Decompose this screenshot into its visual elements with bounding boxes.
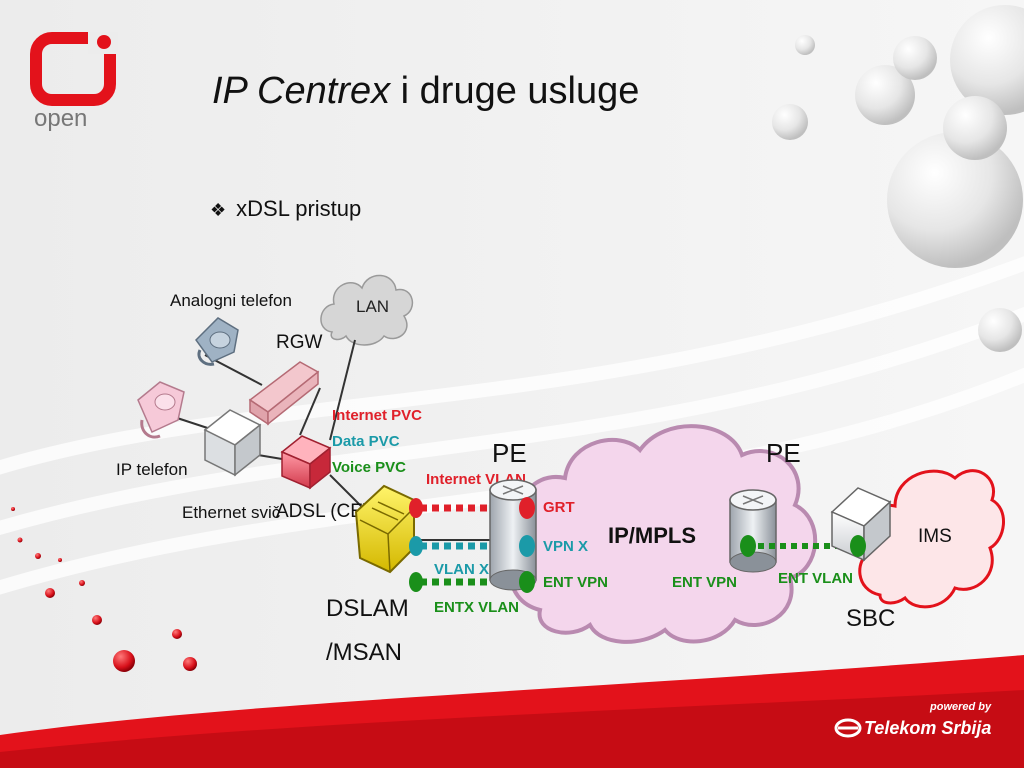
internet-pvc-label: Internet PVC <box>332 407 422 424</box>
analog-phone-label: Analogni telefon <box>170 291 292 310</box>
ent-vpn-left-label: ENT VPN <box>543 574 608 591</box>
dslam-label-line1: DSLAM <box>326 595 409 622</box>
voice-pvc-label: Voice PVC <box>332 459 406 476</box>
lan-cloud-label: LAN <box>356 297 389 316</box>
entx-vlan-label: ENTX VLAN <box>434 599 519 616</box>
telekom-srbija-text: Telekom Srbija <box>864 718 991 738</box>
ip-phone-icon <box>138 382 184 437</box>
lan-cloud: LAN <box>321 275 412 345</box>
data-pvc-label: Data PVC <box>332 433 400 450</box>
analog-phone-icon <box>196 318 238 364</box>
dslam-icon <box>356 486 414 572</box>
vlan-x-label: VLAN X <box>434 561 489 578</box>
pe-left-label: PE <box>492 438 527 468</box>
ent-vpn-right-label: ENT VPN <box>672 574 737 591</box>
pe-right-label: PE <box>766 438 801 468</box>
vpn-x-label: VPN X <box>543 538 588 555</box>
dslam-ports <box>409 498 423 592</box>
telekom-swirl-icon <box>836 720 860 736</box>
dslam-label-line2: /MSAN <box>326 639 402 666</box>
sbc-label: SBC <box>846 605 895 632</box>
pe-left-vrf-dots <box>519 497 535 593</box>
ethernet-switch-icon <box>205 410 260 475</box>
ip-phone-label: IP telefon <box>116 460 188 479</box>
adsl-ce-icon <box>282 436 330 488</box>
telekom-srbija-brand: powered by Telekom Srbija <box>832 696 1002 746</box>
grt-label: GRT <box>543 499 575 516</box>
ethernet-switch-label: Ethernet svič <box>182 503 281 522</box>
pe-right-router-icon <box>730 490 776 572</box>
powered-by-text: powered by <box>929 701 992 713</box>
ip-mpls-label: IP/MPLS <box>608 523 696 548</box>
ims-label: IMS <box>918 526 952 547</box>
ent-vlan-label: ENT VLAN <box>778 570 853 587</box>
rgw-label: RGW <box>276 332 323 353</box>
